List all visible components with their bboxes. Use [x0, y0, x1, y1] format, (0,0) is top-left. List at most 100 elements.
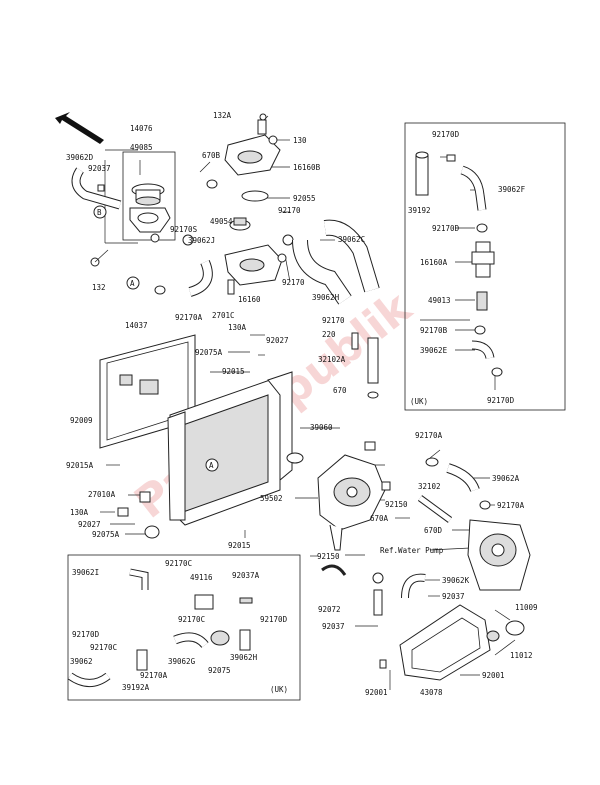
label-39062c: 39062C: [338, 235, 365, 244]
clamp-92170s: [182, 234, 194, 246]
label-39062f: 39062F: [498, 185, 526, 194]
grommet-92075: [210, 630, 230, 646]
label-39062a: 39062A: [492, 474, 520, 483]
hose-39062h: [292, 239, 352, 305]
label-14037: 14037: [125, 321, 148, 330]
label-92170d-r1: 92170D: [432, 130, 460, 139]
label-14076: 14076: [130, 124, 153, 133]
bolt-132: [90, 249, 109, 267]
label-39062e: 39062E: [420, 346, 448, 355]
hose-39062f: [460, 165, 487, 211]
clamp-92170a-r: [425, 457, 439, 467]
callout-a-label: A: [209, 461, 214, 470]
bolt-130a-mid: [117, 507, 129, 517]
hose-39192a: [136, 649, 148, 671]
callout-a-label-2: A: [130, 279, 135, 288]
bolt-92001: [379, 659, 387, 669]
hose-39062g: [173, 632, 209, 649]
sensor-2701c: [227, 279, 235, 295]
label-92037: 92037: [88, 164, 111, 173]
hose-39062j: [188, 260, 213, 297]
cap-11009: [505, 620, 525, 636]
label-2701c: 2701C: [212, 311, 235, 320]
label-92170a-b: 92170A: [140, 671, 168, 680]
label-670: 670: [333, 386, 347, 395]
label-92150-b: 92150: [317, 552, 340, 561]
hose-39192: [415, 151, 429, 196]
label-11012: 11012: [510, 651, 533, 660]
label-39062h-b: 39062H: [230, 653, 258, 662]
label-39062g: 39062G: [168, 657, 196, 666]
label-49013: 49013: [428, 296, 451, 305]
o-ring-670b: [206, 179, 218, 189]
pin-part: [372, 572, 384, 616]
thermostat-49054: [229, 217, 251, 231]
front-direction-arrow-icon: [55, 112, 104, 144]
label-92055: 92055: [293, 194, 316, 203]
o-ring-92055: [241, 190, 269, 202]
label-92170-m: 92170: [322, 316, 345, 325]
label-92001-b: 92001: [482, 671, 505, 680]
label-39062-b: 39062: [70, 657, 93, 666]
clamp-near-a: [154, 285, 166, 295]
label-32102: 32102: [418, 482, 441, 491]
label-92170a-r2: 92170A: [497, 501, 525, 510]
label-92037-b: 92037: [442, 592, 465, 601]
callout-b-label: B: [97, 208, 102, 217]
pipe-16160a: [471, 241, 495, 278]
label-39192: 39192: [408, 206, 431, 215]
label-92150: 92150: [385, 500, 408, 509]
label-92027: 92027: [266, 336, 289, 345]
hose-49013: [476, 291, 488, 311]
label-132: 132: [92, 283, 106, 292]
water-pump-cover: [467, 519, 531, 591]
label-16160b: 16160B: [293, 163, 321, 172]
label-130a: 130A: [228, 323, 247, 332]
label-92170b: 92170: [282, 278, 305, 287]
label-92015a: 92015A: [66, 461, 94, 470]
callout-b-circle: [93, 205, 107, 219]
label-92037a: 92037A: [232, 571, 260, 580]
uk-bottom-box: [67, 554, 301, 701]
radiator-39060: [167, 371, 304, 526]
label-39062i: 39062I: [72, 568, 99, 577]
callout-a-circle-2: [126, 276, 140, 290]
label-130: 130: [293, 136, 307, 145]
label-16160a: 16160A: [420, 258, 448, 267]
hose-39062-b: [67, 672, 111, 687]
bolt-92150: [381, 481, 391, 491]
label-92170d-r3: 92170D: [487, 396, 515, 405]
label-49085: 49085: [130, 143, 153, 152]
uk-hose-box: [404, 122, 566, 411]
thermostat-housing-top: [224, 113, 281, 176]
part-labels: 14076 49085 39062D 92037 92170S 39062J 1…: [66, 111, 538, 697]
label-92015-b: 92015: [228, 541, 251, 550]
label-92170a-mid: 92170A: [175, 313, 203, 322]
label-11009: 11009: [515, 603, 538, 612]
label-130a-2: 130A: [70, 508, 89, 517]
label-92009: 92009: [70, 416, 93, 425]
label-39192a: 39192A: [122, 683, 150, 692]
label-39062k: 39062K: [442, 576, 470, 585]
label-39060: 39060: [310, 423, 333, 432]
clamp-92170d-r2: [476, 223, 488, 233]
label-92170d-b2: 92170D: [72, 630, 100, 639]
hose-39062c: [323, 219, 380, 293]
region-uk-label-2: (UK): [270, 685, 288, 694]
label-92170c-3: 92170C: [90, 643, 117, 652]
label-43078: 43078: [420, 688, 443, 697]
pipe-32102a: [367, 337, 379, 399]
label-92027-b: 92027: [78, 520, 101, 529]
region-uk-label: (UK): [410, 397, 428, 406]
clamp-92170d-r3: [491, 367, 503, 377]
label-92170a-r: 92170A: [415, 431, 443, 440]
label-92170d-r2: 92170D: [432, 224, 460, 233]
fan-motor-59502: [317, 441, 386, 551]
label-92170d-b: 92170D: [260, 615, 288, 624]
fan-switch-27010a: [139, 491, 151, 503]
hose-39062h-b: [239, 629, 251, 651]
label-92072: 92072: [318, 605, 341, 614]
clip-92037a: [239, 597, 253, 604]
grommet-92075a: [144, 525, 160, 539]
